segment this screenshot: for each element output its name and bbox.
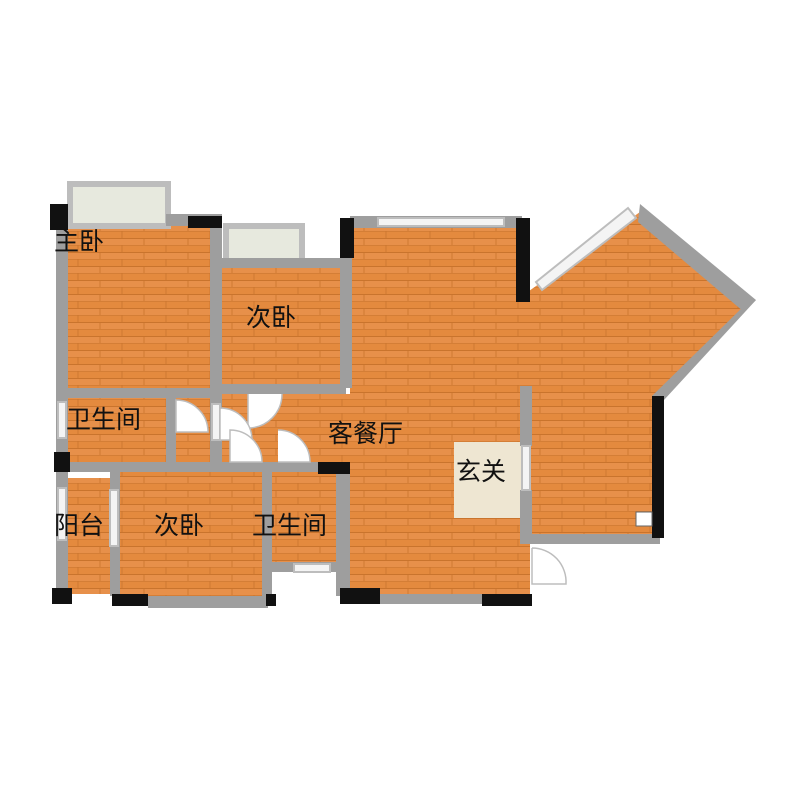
door-bathroom-left xyxy=(175,399,209,433)
windows xyxy=(57,206,638,573)
bathroom-mid-floor xyxy=(270,472,346,564)
door-hall-2 xyxy=(229,429,263,463)
living-window-top xyxy=(377,217,505,227)
label-bathroom-mid: 卫生间 xyxy=(252,511,327,540)
black-walls xyxy=(50,204,664,606)
room-labels: 主卧 次卧 卫生间 客餐厅 玄关 阳台 次卧 卫生间 xyxy=(54,227,506,540)
label-living-dining: 客餐厅 xyxy=(328,419,403,448)
label-second-bedroom-bottom: 次卧 xyxy=(154,511,204,540)
bay-windows xyxy=(67,181,305,267)
hall-window xyxy=(211,403,221,441)
door-entrance xyxy=(531,547,567,585)
floor-areas xyxy=(66,212,748,596)
label-bathroom-left: 卫生间 xyxy=(66,405,141,434)
living-dining-floor xyxy=(350,212,748,596)
label-master-bedroom: 主卧 xyxy=(54,227,104,256)
bay-window-master xyxy=(67,181,171,229)
second-bedroom-top-floor xyxy=(220,268,346,386)
balcony-floor xyxy=(66,478,112,594)
fixture-icon xyxy=(635,511,653,527)
bathroom-mid-window xyxy=(293,563,331,573)
bathroom-left-window xyxy=(57,401,67,439)
bathroom-left-floor xyxy=(66,398,170,462)
master-bedroom-floor xyxy=(66,226,216,389)
doors xyxy=(175,393,567,585)
second-bedroom-bottom-floor xyxy=(118,472,266,596)
door-bathroom-mid xyxy=(277,429,311,463)
label-balcony: 阳台 xyxy=(54,511,104,540)
bay-window-second xyxy=(223,223,305,267)
corner-window xyxy=(534,206,638,292)
balcony-window xyxy=(57,487,67,541)
label-second-bedroom-top: 次卧 xyxy=(246,303,296,332)
entrance-side-window xyxy=(521,445,531,491)
entrance-tile xyxy=(454,442,524,518)
label-entrance: 玄关 xyxy=(456,457,506,486)
balcony-inner-window xyxy=(109,489,119,547)
